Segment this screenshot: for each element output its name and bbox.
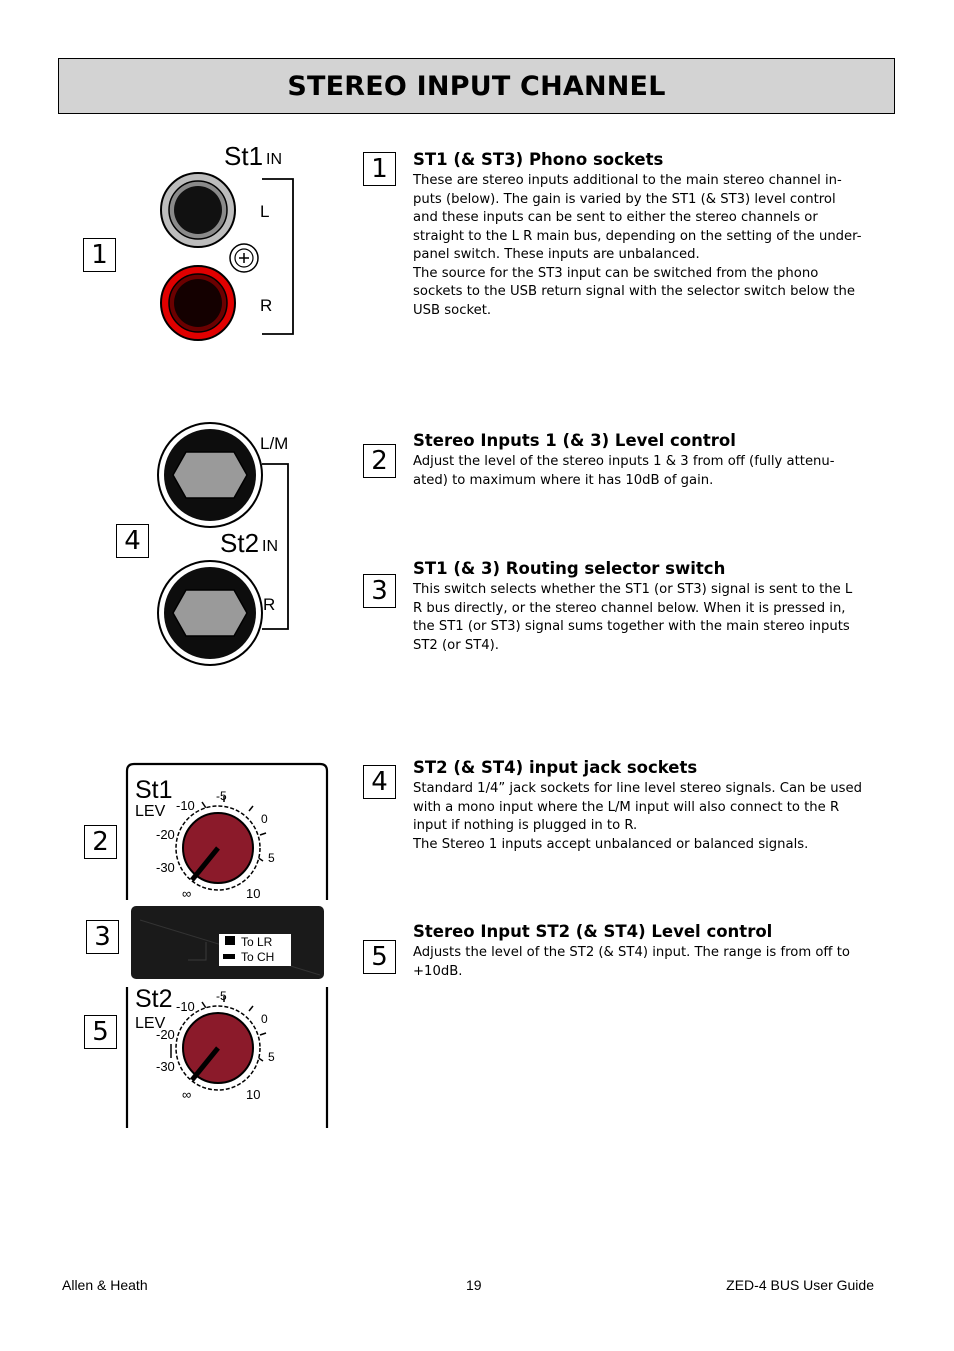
lm-label: L/M: [260, 434, 288, 453]
knob1-scale-minus10: -10: [176, 798, 195, 813]
knob2-scale-off: ∞: [182, 1087, 191, 1102]
st2-right-label: R: [263, 595, 275, 614]
knob2-scale-10: 10: [246, 1087, 260, 1102]
st2-in-sublabel: IN: [262, 538, 278, 555]
section-body: Standard 1/4” jack sockets for line leve…: [413, 781, 862, 852]
knob2-level-control[interactable]: [175, 1005, 261, 1091]
jack-socket-r[interactable]: [157, 560, 263, 666]
knob2-scale-minus20: -20: [156, 1027, 175, 1042]
knob2-sublabel: LEV: [135, 1015, 166, 1032]
knob1-label: St1: [135, 776, 173, 804]
marker-box-1: 1: [83, 238, 116, 272]
left-label: L: [260, 202, 269, 221]
marker-box-2: 2: [84, 825, 117, 859]
section-phono-sockets: ST1 (& ST3) Phono sockets These are ster…: [413, 150, 863, 320]
right-label: R: [260, 296, 272, 315]
section-heading: Stereo Inputs 1 (& 3) Level control: [413, 431, 736, 450]
section-body: These are stereo inputs additional to th…: [413, 173, 862, 318]
knob1-sublabel: LEV: [135, 803, 166, 820]
st2-in-label: St2: [220, 528, 259, 558]
knob2-label: St2: [135, 985, 173, 1013]
knob2-scale-5: 5: [268, 1050, 275, 1064]
mixer-panel-illustration: St1 IN L R L/M St2 IN R St1 LEV -5 -10 0…: [125, 141, 329, 1128]
knob1-scale-minus30: -30: [156, 860, 175, 875]
footer-page-number: 19: [466, 1277, 482, 1293]
section-number-box: 1: [363, 152, 396, 186]
section-heading: ST2 (& ST4) input jack sockets: [413, 758, 698, 777]
phono-socket-left[interactable]: [160, 172, 236, 248]
jack-socket-lm[interactable]: [157, 422, 263, 528]
st1-in-sublabel: IN: [266, 151, 282, 168]
marker-box-4: 4: [116, 524, 149, 558]
page-title: STEREO INPUT CHANNEL: [287, 70, 666, 102]
section-body: This switch selects whether the ST1 (or …: [413, 582, 853, 653]
knob2-scale-minus30: -30: [156, 1059, 175, 1074]
section-number-box: 5: [363, 940, 396, 974]
routing-selector-switch[interactable]: [219, 934, 291, 966]
footer-document-title: ZED-4 BUS User Guide: [726, 1277, 874, 1293]
knob1-scale-0: 0: [261, 812, 268, 826]
section-number-box: 2: [363, 444, 396, 478]
knob1-scale-5: 5: [268, 851, 275, 865]
section-level-control: Stereo Inputs 1 (& 3) Level control Adju…: [413, 431, 863, 490]
marker-box-3: 3: [86, 920, 119, 954]
switch-option-to-ch: To CH: [241, 950, 274, 964]
knob1-scale-minus20: -20: [156, 827, 175, 842]
section-number-box: 3: [363, 574, 396, 608]
section-number-box: 4: [363, 765, 396, 799]
knob2-scale-minus5: -5: [216, 989, 227, 1003]
section-jack-sockets: ST2 (& ST4) input jack sockets Standard …: [413, 758, 863, 854]
section-st2-level-control: Stereo Input ST2 (& ST4) Level control A…: [413, 922, 863, 981]
knob2-scale-0: 0: [261, 1012, 268, 1026]
section-routing-switch: ST1 (& 3) Routing selector switch This s…: [413, 559, 863, 655]
knob1-level-control[interactable]: [175, 805, 261, 891]
ground-screw-icon: [229, 243, 259, 273]
marker-box-5: 5: [84, 1015, 117, 1049]
knob1-scale-10: 10: [246, 886, 260, 901]
knob2-scale-minus10: -10: [176, 999, 195, 1014]
footer-publisher: Allen & Heath: [62, 1277, 148, 1293]
phono-socket-right[interactable]: [160, 265, 236, 341]
section-heading: ST1 (& 3) Routing selector switch: [413, 559, 726, 578]
title-bar: STEREO INPUT CHANNEL: [58, 58, 895, 114]
st1-in-label: St1: [224, 141, 263, 171]
section-body: Adjust the level of the stereo inputs 1 …: [413, 454, 835, 488]
section-heading: ST1 (& ST3) Phono sockets: [413, 150, 664, 169]
switch-option-to-lr: To LR: [241, 935, 273, 949]
section-heading: Stereo Input ST2 (& ST4) Level control: [413, 922, 773, 941]
section-body: Adjusts the level of the ST2 (& ST4) inp…: [413, 945, 850, 979]
knob1-scale-minus5: -5: [216, 789, 227, 803]
knob1-scale-off: ∞: [182, 886, 191, 901]
